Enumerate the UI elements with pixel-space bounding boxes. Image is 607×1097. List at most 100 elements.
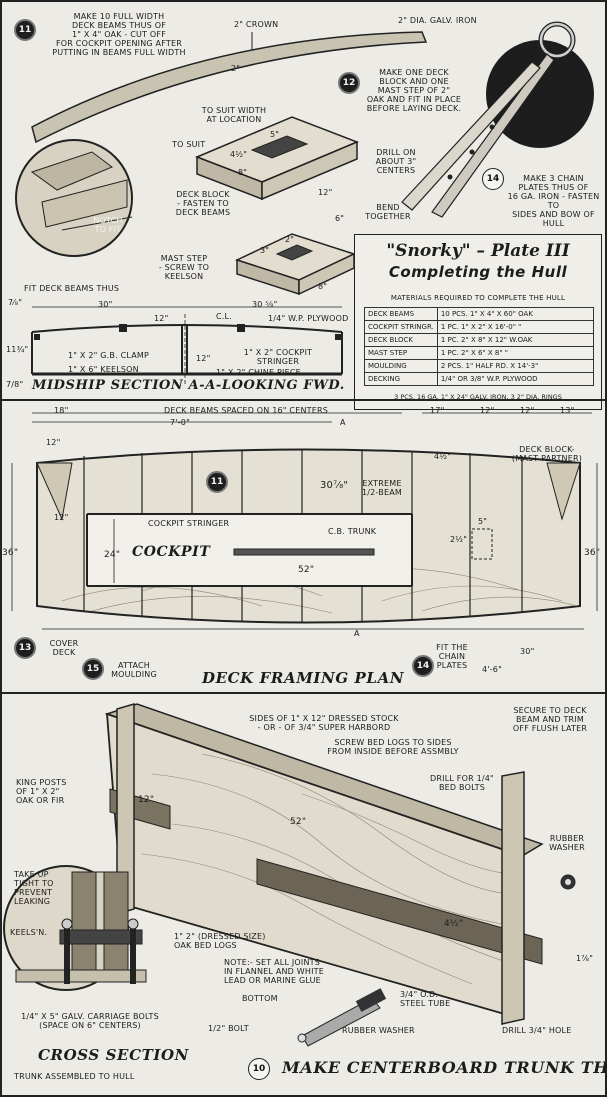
spec-cell: 2 Pcs. 1" Half Rd. x 14'-3" — [436, 359, 595, 373]
trunk-drawing — [3, 702, 576, 1047]
fit-deck-beams-note: Fit deck beams thus — [24, 284, 120, 293]
materials-footer: 3 Pcs. 16 Ga. 1" x 24" Galv. Iron, 3 2" … — [394, 393, 562, 401]
king-posts-note: King posts of 1" x 2" oak or fir — [16, 778, 67, 805]
dim-12-left: 12" — [46, 438, 61, 447]
table-row: Deck Block1 Pc. 2" x 8" x 12" W.Oak — [364, 333, 595, 347]
deck-block-5-dim: 5" — [270, 130, 280, 139]
beam-depth-dim: 2" — [231, 64, 241, 73]
spec-cell: 10 Pcs. 1" x 4" x 60" Oak — [436, 307, 595, 321]
panel-centerboard-trunk: Sides of 1" x 12" dressed stock - or - o… — [2, 694, 607, 1097]
table-row: Moulding2 Pcs. 1" Half Rd. x 14'-3" — [364, 359, 595, 373]
divider-top — [2, 399, 605, 401]
steel-tube-label: 3/4" O.D. steel tube — [400, 990, 451, 1008]
table-row: Decking1/4" or 3/8" W.P. Plywood — [364, 372, 595, 386]
step-11-marker: 11 — [14, 19, 36, 41]
cockpit-stringer-plan: Cockpit stringer — [148, 519, 230, 528]
deck-framing-drawing — [11, 412, 598, 630]
dim-4-1-2-trunk: 4½" — [444, 919, 464, 929]
item-cell: Cockpit Stringr. — [364, 320, 438, 334]
keelson-cross-label: Keels'n. — [10, 928, 48, 937]
step-15-marker: 15 — [82, 658, 104, 680]
cockpit-stringer-label: 1" x 2" cockpit stringer — [243, 348, 313, 366]
plywood-label: 1/4" W.P. Plywood — [268, 314, 349, 323]
divider-bottom — [2, 692, 605, 694]
dim-36-left: 36" — [2, 548, 19, 558]
deck-block-8-dim: 8" — [238, 168, 248, 177]
to-suit-note: To suit — [172, 140, 206, 149]
mast-step-3-dim: 3" — [260, 246, 270, 255]
center-line-label: C.L. — [216, 312, 232, 321]
cb-trunk-label: C.B. Trunk — [328, 527, 377, 536]
deck-beam-note: Make 10 full width deck beams thus of 1"… — [52, 12, 186, 57]
to-suit-width-note: To suit width at location — [201, 106, 267, 124]
materials-table-box: "Snorky" – Plate III Completing the Hull… — [354, 234, 602, 410]
drill-3-4-label: Drill 3/4" hole — [502, 1026, 572, 1035]
panel-hull-details: 11 Make 10 full width deck beams thus of… — [2, 2, 605, 410]
dim-11-3-4: 11¾" — [6, 345, 29, 354]
carriage-bolts-note: 1/4" x 5" galv. carriage bolts (space on… — [21, 1012, 159, 1030]
deck-block-12-dim: 12" — [318, 188, 333, 197]
dim-5: 5" — [478, 517, 488, 526]
section-a-bottom: A — [354, 629, 360, 638]
cockpit-label: Cockpit — [132, 544, 211, 560]
keelson-label: 1" x 6" keelson — [68, 365, 139, 374]
deck-block-4-dim: 4½" — [230, 150, 248, 159]
dim-30-left: 30" — [98, 300, 113, 309]
mast-step-2-dim: 2" — [285, 235, 295, 244]
plate-title: "Snorky" – Plate III — [386, 241, 570, 261]
dim-36-right: 36" — [584, 548, 601, 558]
item-cell: Mast Step — [364, 346, 438, 360]
dim-6: 6" — [335, 214, 345, 223]
extreme-half-beam: Extreme 1/2-beam — [362, 479, 402, 497]
gb-clamp-label: 1" x 2" G.B. clamp — [68, 351, 149, 360]
item-cell: Deck Beams — [364, 307, 438, 321]
deck-beams-spaced-label: Deck beams spaced on 16" centers — [164, 406, 329, 415]
dim-7-0: 7'-0" — [170, 418, 190, 427]
bed-logs-note: 1" 2" (Dressed size) oak bed logs — [174, 932, 266, 950]
dim-17: 17" — [430, 406, 445, 415]
bend-together-note: Bend together — [365, 203, 411, 221]
dim-4-1-2: 4½" — [434, 452, 452, 461]
table-row: Deck Beams10 Pcs. 1" x 4" x 60" Oak — [364, 307, 595, 321]
midship-section-caption: Midship Section A-A-Looking Fwd. — [32, 378, 345, 393]
plate-subtitle: Completing the Hull — [388, 263, 568, 281]
attach-moulding-label: Attach moulding — [111, 661, 157, 679]
make-trunk-caption: Make Centerboard Trunk Thus — [282, 1058, 607, 1077]
cover-deck-label: Cover deck — [49, 639, 79, 657]
dim-12-vert-plan: 12" — [54, 513, 69, 522]
deck-block-mast-partner: Deck block- (mast partner) — [511, 445, 583, 463]
panel-deck-framing: 18" Deck beams spaced on 16" centers 7'-… — [2, 401, 605, 692]
step-11-marker-plan: 11 — [206, 471, 228, 493]
dim-30-7-8: 30⁷⁄₈" — [320, 480, 349, 491]
spec-cell: 1/4" or 3/8" W.P. Plywood — [436, 372, 595, 386]
step-10-marker: 10 — [248, 1058, 270, 1080]
dim-7-8-bottom: 7/8" — [6, 380, 24, 389]
item-cell: Moulding — [364, 359, 438, 373]
table-row: Mast Step1 Pc. 2" x 6" x 8" " — [364, 346, 595, 360]
chine-piece-label: 1" x 2" chine piece — [216, 368, 301, 377]
spec-cell: 1 Pc. 2" x 8" x 12" W.Oak — [436, 333, 595, 347]
dim-12-b: 12" — [520, 406, 535, 415]
step-12-marker: 12 — [338, 72, 360, 94]
rubber-washer-top-note: Rubber washer — [549, 834, 585, 852]
panel1-drawings — [15, 21, 594, 384]
dim-30-right: 30 ⁵⁄₈" — [252, 300, 278, 309]
spec-cell: 1 Pc. 2" x 6" x 8" " — [436, 346, 595, 360]
spec-cell: 1 Pc. 1" x 2" x 16'-0" " — [436, 320, 595, 334]
crown-dim: 2" crown — [234, 20, 279, 29]
cross-section-caption: Cross Section — [38, 1046, 189, 1064]
bottom-label: Bottom — [242, 994, 278, 1003]
half-bolt-label: 1/2" bolt — [208, 1024, 249, 1033]
dim-24: 24" — [104, 550, 121, 560]
materials-header: Materials Required To Complete The Hull — [390, 294, 566, 302]
table-row: Cockpit Stringr.1 Pc. 1" x 2" x 16'-0" " — [364, 320, 595, 334]
drill-on-note: Drill on about 3" centers — [375, 148, 417, 175]
deck-block-note: Make one deck block and one mast step of… — [366, 68, 462, 113]
section-a-top: A — [340, 418, 346, 427]
item-cell: Decking — [364, 372, 438, 386]
take-up-note: Take up tight to prevent leaking — [14, 870, 54, 906]
deck-framing-caption: Deck Framing Plan — [202, 669, 405, 687]
dim-1-7-8: 1⅞" — [576, 954, 594, 963]
materials-table: Deck Beams10 Pcs. 1" x 4" x 60" Oak Cock… — [364, 307, 595, 386]
